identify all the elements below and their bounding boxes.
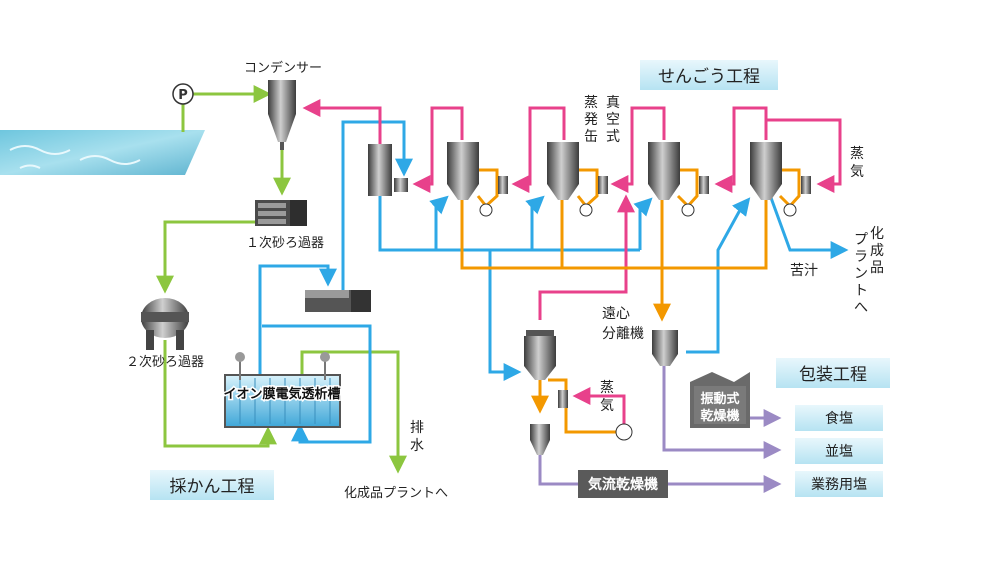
- condenser-icon: [268, 80, 296, 150]
- svg-text:並塩: 並塩: [825, 444, 853, 460]
- primary-sand-filter-label: １次砂ろ過器: [246, 235, 324, 251]
- vibrating-dryer-icon: [690, 372, 750, 428]
- chemical-plant-right-label: 化 成 品 プ ラ ン ト へ: [854, 226, 884, 316]
- svg-text:気: 気: [600, 398, 614, 414]
- steam-line: [302, 99, 842, 432]
- svg-text:気: 気: [850, 164, 864, 180]
- svg-text:蒸: 蒸: [600, 380, 614, 396]
- svg-text:蒸: 蒸: [584, 95, 598, 111]
- svg-text:気流乾燥機: 気流乾燥機: [588, 476, 658, 493]
- steam-label-mid: 蒸 気: [600, 380, 614, 414]
- svg-text:P: P: [178, 88, 188, 103]
- secondary-sand-filter-icon: [141, 298, 189, 350]
- pump-icon: P: [172, 83, 194, 105]
- svg-text:ン: ン: [854, 266, 868, 282]
- svg-text:成: 成: [870, 243, 884, 259]
- steam-label-top: 蒸 気: [850, 146, 864, 180]
- process-tag-housou: 包装工程: [776, 358, 890, 388]
- svg-text:真: 真: [606, 95, 620, 111]
- svg-text:缶: 缶: [584, 129, 598, 145]
- svg-text:プ: プ: [854, 232, 868, 248]
- svg-text:ト: ト: [854, 283, 868, 299]
- svg-text:化: 化: [870, 226, 884, 242]
- svg-text:採かん工程: 採かん工程: [170, 477, 255, 497]
- svg-text:水: 水: [410, 438, 424, 454]
- product-shokuen: 食塩: [795, 405, 883, 431]
- seawater-line: [156, 85, 407, 474]
- product-namien: 並塩: [795, 438, 883, 464]
- svg-text:振動式: 振動式: [700, 391, 739, 407]
- primary-sand-filter-icon: [255, 200, 307, 226]
- svg-text:式: 式: [606, 129, 620, 145]
- evaporator-icon: [447, 142, 508, 217]
- secondary-sand-filter-label: ２次砂ろ過器: [126, 354, 204, 370]
- bittern-label: 苦汁: [790, 263, 818, 279]
- evaporator-icon: [547, 142, 608, 217]
- crystallizer-icon: [524, 330, 633, 441]
- chemical-plant-bottom-label: 化成品プラントへ: [344, 486, 448, 501]
- brine-tank-icon: [305, 290, 371, 312]
- process-tag-saikan: 採かん工程: [150, 470, 274, 500]
- svg-text:食塩: 食塩: [825, 410, 853, 427]
- svg-text:品: 品: [870, 260, 884, 276]
- svg-text:発: 発: [584, 112, 598, 128]
- svg-text:蒸: 蒸: [850, 146, 864, 162]
- vibrating-dryer-label: 振動式 乾燥機: [700, 391, 739, 424]
- brine-line: [258, 120, 849, 444]
- svg-text:業務用塩: 業務用塩: [811, 477, 867, 493]
- svg-text:分離機: 分離機: [602, 325, 644, 342]
- svg-text:せんごう工程: せんごう工程: [658, 67, 760, 87]
- electrodialysis-label: イオン膜電気透析槽: [223, 386, 340, 402]
- preheater-icon: [368, 144, 408, 196]
- vacuum-evaporator-label: 真 空 式 蒸 発 缶: [584, 95, 620, 145]
- svg-text:遠心: 遠心: [602, 306, 630, 322]
- svg-text:乾燥機: 乾燥機: [700, 408, 739, 424]
- electrodialysis-tank-icon: [224, 352, 341, 428]
- drain-label: 排 水: [410, 420, 424, 454]
- evaporator-icon: [648, 142, 709, 217]
- svg-text:排: 排: [410, 420, 424, 436]
- seawater: [0, 130, 205, 175]
- evaporator-icon: [750, 142, 811, 217]
- airflow-dryer-icon: 気流乾燥機: [578, 470, 668, 498]
- svg-text:へ: へ: [854, 300, 868, 316]
- centrifuge-label: 遠心 分離機: [602, 306, 644, 342]
- process-tag-sengou: せんごう工程: [640, 60, 778, 90]
- svg-text:包装工程: 包装工程: [799, 365, 867, 385]
- condenser-label: コンデンサー: [244, 60, 322, 76]
- hopper-icon: [530, 424, 550, 455]
- product-gyoumuyou: 業務用塩: [795, 471, 883, 497]
- salt-line: [538, 366, 782, 493]
- centrifuge-icon: [652, 330, 678, 366]
- svg-text:空: 空: [606, 112, 620, 128]
- svg-text:ラ: ラ: [854, 249, 868, 265]
